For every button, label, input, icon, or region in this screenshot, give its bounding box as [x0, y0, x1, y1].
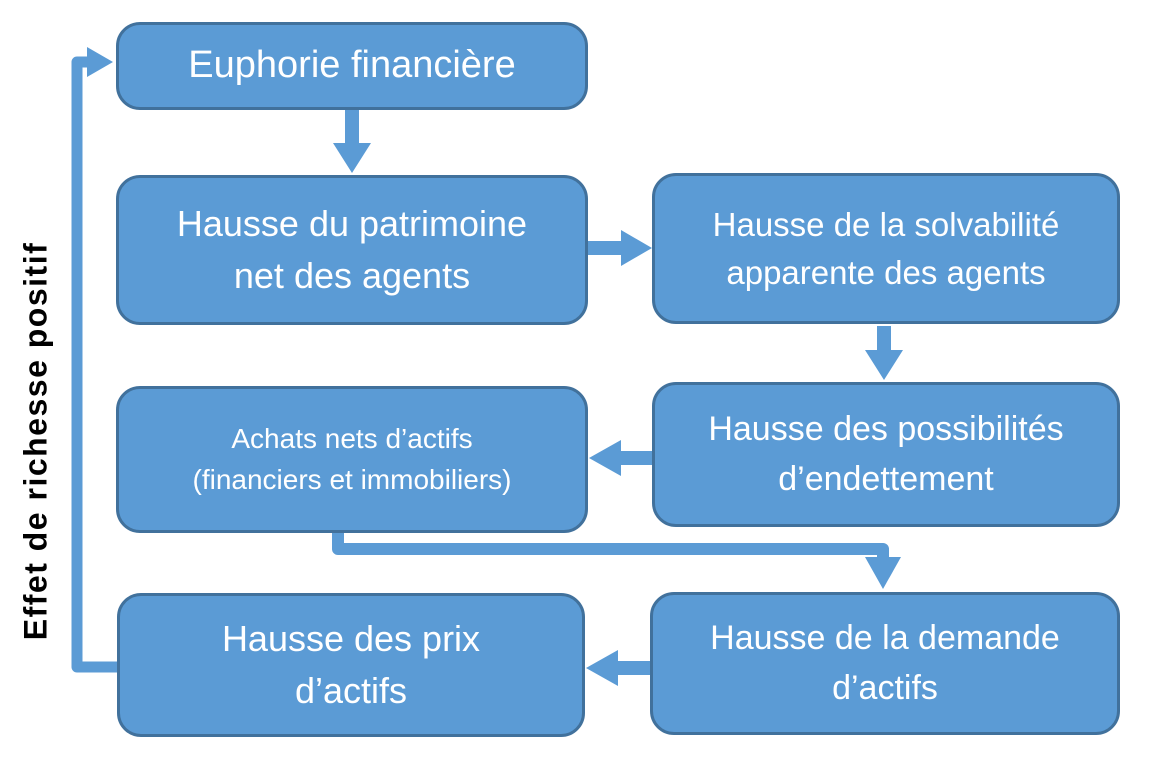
arrow-left-demande-to-prix: [586, 650, 652, 686]
node-achats-nets-actifs: Achats nets d’actifs (financiers et immo…: [116, 386, 588, 533]
node-label-euphorie-financiere: Euphorie financière: [188, 44, 516, 87]
node-label-achats-nets-actifs: Achats nets d’actifs (financiers et immo…: [192, 422, 512, 495]
arrowhead-achats-to-demande: [865, 557, 901, 589]
arrow-down-euphorie-to-patrimoine: [333, 110, 371, 173]
node-hausse-prix-actifs: Hausse des prix d’actifs: [117, 593, 585, 737]
node-label-hausse-patrimoine-net: Hausse du patrimoine net des agents: [176, 202, 528, 296]
node-label-hausse-prix-actifs: Hausse des prix d’actifs: [221, 617, 481, 711]
node-hausse-patrimoine-net: Hausse du patrimoine net des agents: [116, 175, 588, 325]
connector-achats-to-demande: [332, 531, 889, 560]
arrowhead-feedback-prix-to-euphorie: [87, 47, 113, 77]
arrow-down-solvabilite-to-possibilites: [865, 326, 903, 380]
node-hausse-possibilites-endettement: Hausse des possibilités d’endettement: [652, 382, 1120, 527]
arrow-left-possibilites-to-achats: [589, 440, 652, 476]
node-hausse-solvabilite-apparente: Hausse de la solvabilité apparente des a…: [652, 173, 1120, 324]
node-euphorie-financiere: Euphorie financière: [116, 22, 588, 110]
node-hausse-demande-actifs: Hausse de la demande d’actifs: [650, 592, 1120, 735]
node-label-hausse-solvabilite-apparente: Hausse de la solvabilité apparente des a…: [712, 205, 1060, 291]
node-label-hausse-demande-actifs: Hausse de la demande d’actifs: [710, 619, 1060, 707]
feedback-loop-label: Effet de richesse positif: [17, 241, 54, 641]
connector-feedback-prix-to-euphorie: [71, 56, 117, 673]
node-label-hausse-possibilites-endettement: Hausse des possibilités d’endettement: [708, 410, 1064, 498]
arrow-right-patrimoine-to-solvabilite: [586, 230, 652, 266]
